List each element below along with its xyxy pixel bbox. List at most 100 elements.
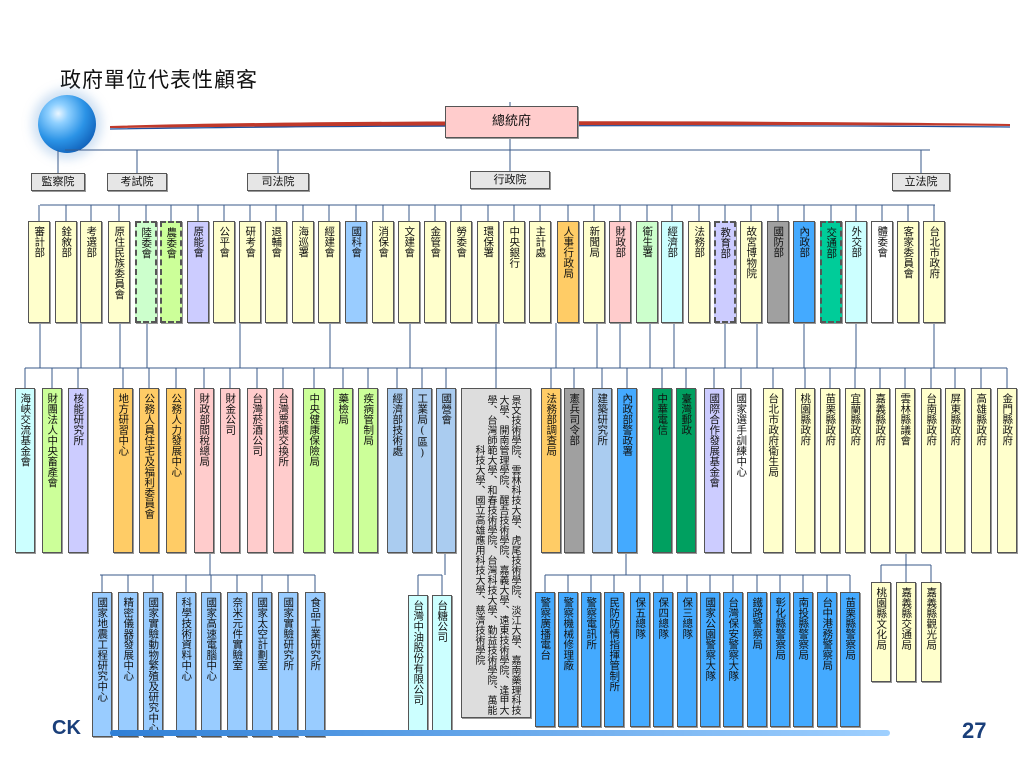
ministry-box: 新聞局 xyxy=(583,221,605,323)
org-unit-label: 台北市政府衛生局 xyxy=(767,393,780,477)
branch-executive: 行政院 xyxy=(470,171,550,189)
org-unit-label: 客家委員會 xyxy=(902,226,915,279)
sub-agency-box: 苗栗縣警察局 xyxy=(840,592,860,727)
org-unit-label: 警察機械修理廠 xyxy=(562,597,575,671)
org-unit-label: 主計處 xyxy=(534,226,547,258)
org-unit-label: 環保署 xyxy=(482,226,495,258)
agency-box: 台北市政府衛生局 xyxy=(763,388,783,553)
org-unit-label: 桃園縣文化局 xyxy=(875,587,888,650)
org-unit-label: 疾病管制局 xyxy=(362,393,375,446)
sub-agency-box: 精密儀器發展中心 xyxy=(118,592,138,737)
org-unit-label: 彰化縣警察局 xyxy=(774,597,787,660)
org-unit-label: 雲林縣議會 xyxy=(899,393,912,446)
page-number: 27 xyxy=(962,718,987,743)
org-unit-label: 經濟部技術處 xyxy=(391,393,404,456)
ministry-box: 農委會 xyxy=(160,221,182,323)
sub-agency-box: 民防防情指揮管制所 xyxy=(604,592,624,727)
org-unit-label: 科學技術資料中心 xyxy=(180,597,193,681)
org-unit-label: 苗栗縣政府 xyxy=(824,393,837,446)
agency-box: 憲兵司令部 xyxy=(564,388,584,553)
org-unit-label: 農委會 xyxy=(165,227,178,259)
ministry-box: 海巡署 xyxy=(292,221,314,323)
agency-box: 法務部調查局 xyxy=(541,388,561,553)
org-unit-label: 財團法人中央畜產會 xyxy=(46,393,59,488)
ministry-box: 台北市政府 xyxy=(923,221,945,323)
org-unit-label: 總統府 xyxy=(491,114,531,130)
org-unit-label: 中央健康保險局 xyxy=(308,393,321,467)
sub-agency-box: 台灣保安警察大隊 xyxy=(723,592,743,727)
agency-box: 雲林縣議會 xyxy=(895,388,915,553)
ministry-box: 消保會 xyxy=(372,221,394,323)
org-unit-label: 海巡署 xyxy=(297,226,310,258)
agency-box: 海峽交流基金會 xyxy=(15,388,35,553)
agency-box: 台灣菸酒公司 xyxy=(247,388,267,553)
org-unit-label: 臺灣郵政 xyxy=(680,393,693,435)
org-unit-label: 高雄縣政府 xyxy=(975,393,988,446)
org-unit-label: 原能會 xyxy=(192,226,205,258)
agency-box: 工業局(區) xyxy=(412,388,432,553)
university-list: 景文技術學院、雲林科技大學、虎尾技術學院、淡江大學、嘉南藥理科技大學、開南管理學… xyxy=(461,388,531,718)
agency-box: 財政部閻稅總局 xyxy=(194,388,214,553)
org-unit-label: 嘉義縣政府 xyxy=(874,393,887,446)
org-unit-label: 藥檢局 xyxy=(337,393,350,425)
agency-box: 臺灣郵政 xyxy=(676,388,696,553)
sub-agency-box: 科學技術資料中心 xyxy=(176,592,196,737)
ministry-box: 衛生署 xyxy=(636,221,658,323)
org-unit-label: 考選部 xyxy=(85,226,98,258)
branch-control: 監察院 xyxy=(31,173,85,191)
org-unit-label: 銓敘部 xyxy=(60,226,73,258)
ministry-box: 國科會 xyxy=(345,221,367,323)
sub-agency-box: 台灣中油股份有限公司 xyxy=(408,595,428,735)
org-unit-label: 國科會 xyxy=(350,226,363,258)
org-unit-label: 教育部 xyxy=(719,227,732,259)
org-unit-label: 金門縣政府 xyxy=(1001,393,1014,446)
org-unit-label: 立法院 xyxy=(904,175,938,189)
org-unit-label: 國際合作發展基金會 xyxy=(708,393,721,488)
agency-box: 國際合作發展基金會 xyxy=(704,388,724,553)
agency-box: 財金公司 xyxy=(220,388,240,553)
sub-agency-box: 台中港務警察局 xyxy=(817,592,837,727)
org-unit-label: 台南縣政府 xyxy=(925,393,938,446)
org-unit-label: 國家選手訓練中心 xyxy=(735,393,748,477)
org-unit-label: 財金公司 xyxy=(224,393,237,435)
sub-agency-box: 國家實驗研究所 xyxy=(278,592,298,737)
org-unit-label: 國家公園警察大隊 xyxy=(704,597,717,681)
org-unit-label: 國家太空計劃室 xyxy=(256,597,269,671)
ministry-box: 主計處 xyxy=(529,221,551,323)
agency-box: 中央健康保險局 xyxy=(303,388,325,553)
agency-box: 地方研習中心 xyxy=(113,388,133,553)
agency-box: 財團法人中央畜產會 xyxy=(42,388,62,553)
org-unit-label: 警察廣播電台 xyxy=(539,597,552,660)
ministry-box: 銓敘部 xyxy=(55,221,77,323)
org-unit-label: 奈米元件實驗室 xyxy=(231,597,244,671)
org-unit-label: 地方研習中心 xyxy=(117,393,130,456)
org-unit-label: 故宮博物院 xyxy=(745,226,758,279)
ministry-box: 環保署 xyxy=(477,221,499,323)
org-unit-label: 嘉義縣觀光局 xyxy=(925,587,938,650)
org-unit-label: 國家實驗動物繁殖及研究中心 xyxy=(147,597,160,734)
org-unit-label: 金管會 xyxy=(429,226,442,258)
org-unit-label: 研考會 xyxy=(244,226,257,258)
org-unit-label: 考試院 xyxy=(120,175,154,189)
org-unit-label: 外交部 xyxy=(850,226,863,258)
org-unit-label: 南投縣警察局 xyxy=(797,597,810,660)
org-unit-label: 中央銀行 xyxy=(508,226,521,268)
sub-agency-box: 桃園縣文化局 xyxy=(871,582,891,682)
agency-box: 台灣票據交換所 xyxy=(273,388,293,553)
org-unit-label: 退輔會 xyxy=(270,226,283,258)
org-unit-label: 體委會 xyxy=(876,226,889,258)
org-unit-label: 宜蘭縣政府 xyxy=(849,393,862,446)
ministry-box: 公平會 xyxy=(213,221,235,323)
org-unit-label: 內政部警政署 xyxy=(621,393,634,456)
ministry-box: 文建會 xyxy=(398,221,420,323)
sub-agency-box: 嘉義縣觀光局 xyxy=(921,582,941,682)
agency-box: 高雄縣政府 xyxy=(971,388,991,553)
footer-brand: CK xyxy=(52,717,81,739)
org-unit-label: 消保會 xyxy=(377,226,390,258)
sub-agency-box: 奈米元件實驗室 xyxy=(227,592,247,737)
agency-box: 嘉義縣政府 xyxy=(870,388,890,553)
sub-agency-box: 國家太空計劃室 xyxy=(252,592,272,737)
org-unit-label: 精密儀器發展中心 xyxy=(122,597,135,681)
org-unit-label: 警察電訊所 xyxy=(585,597,598,650)
org-unit-label: 財政部 xyxy=(614,226,627,258)
